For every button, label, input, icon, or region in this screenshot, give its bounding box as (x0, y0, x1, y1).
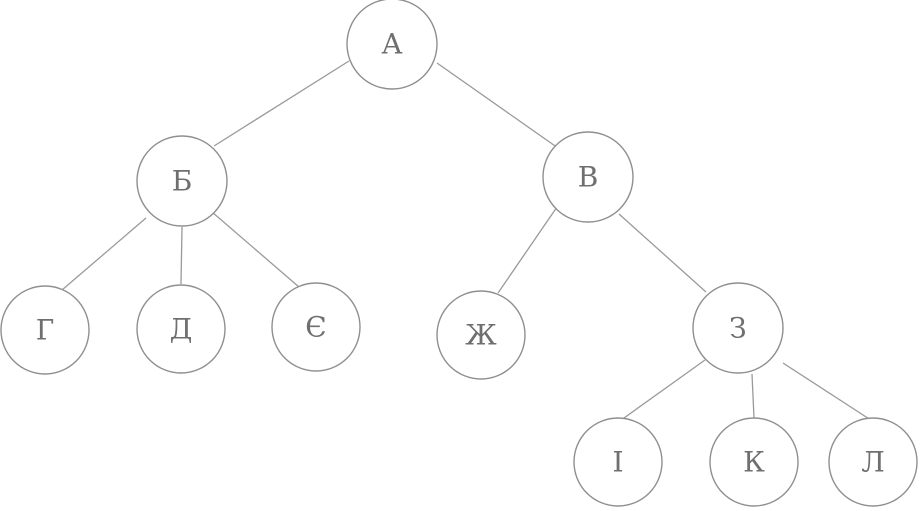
edge-v-zh (497, 206, 558, 294)
node-l: Л (828, 417, 918, 507)
tree-edges (61, 60, 881, 429)
node-l-circle (828, 417, 918, 507)
edge-z-l (782, 362, 881, 427)
node-g-circle (0, 285, 90, 375)
node-b-label: Б (172, 165, 193, 198)
edge-z-k (751, 373, 755, 419)
edge-a-v (436, 62, 559, 149)
node-a-circle (346, 0, 438, 90)
node-d-label: Д (170, 313, 193, 346)
node-z: З (692, 282, 784, 374)
node-z-circle (692, 282, 784, 374)
node-v-label: В (578, 161, 599, 194)
node-b-circle (136, 135, 228, 227)
node-d-circle (136, 284, 226, 374)
edge-b-ye (211, 211, 300, 288)
node-i-circle (573, 417, 663, 507)
node-ye: Є (271, 282, 361, 372)
node-i: І (573, 417, 663, 507)
node-a-label: А (381, 28, 402, 61)
node-b: Б (136, 135, 228, 227)
node-i-label: І (612, 446, 623, 479)
node-zh-circle (436, 290, 526, 380)
node-g-label: Г (36, 314, 55, 347)
node-v: В (542, 131, 634, 223)
node-l-label: Л (861, 446, 884, 479)
node-g: Г (0, 285, 90, 375)
node-zh-label: Ж (465, 319, 497, 352)
edge-z-i (609, 359, 706, 429)
node-d: Д (136, 284, 226, 374)
node-v-circle (542, 131, 634, 223)
node-zh: Ж (436, 290, 526, 380)
node-a: А (346, 0, 438, 90)
node-k-label: К (743, 446, 765, 479)
node-k: К (709, 417, 799, 507)
node-k-circle (709, 417, 799, 507)
node-ye-circle (271, 282, 361, 372)
edge-a-b (213, 60, 350, 147)
node-ye-label: Є (305, 311, 326, 344)
edge-b-g (61, 217, 147, 291)
edge-v-z (618, 213, 707, 293)
node-z-label: З (729, 312, 746, 345)
edge-b-d (180, 226, 183, 285)
